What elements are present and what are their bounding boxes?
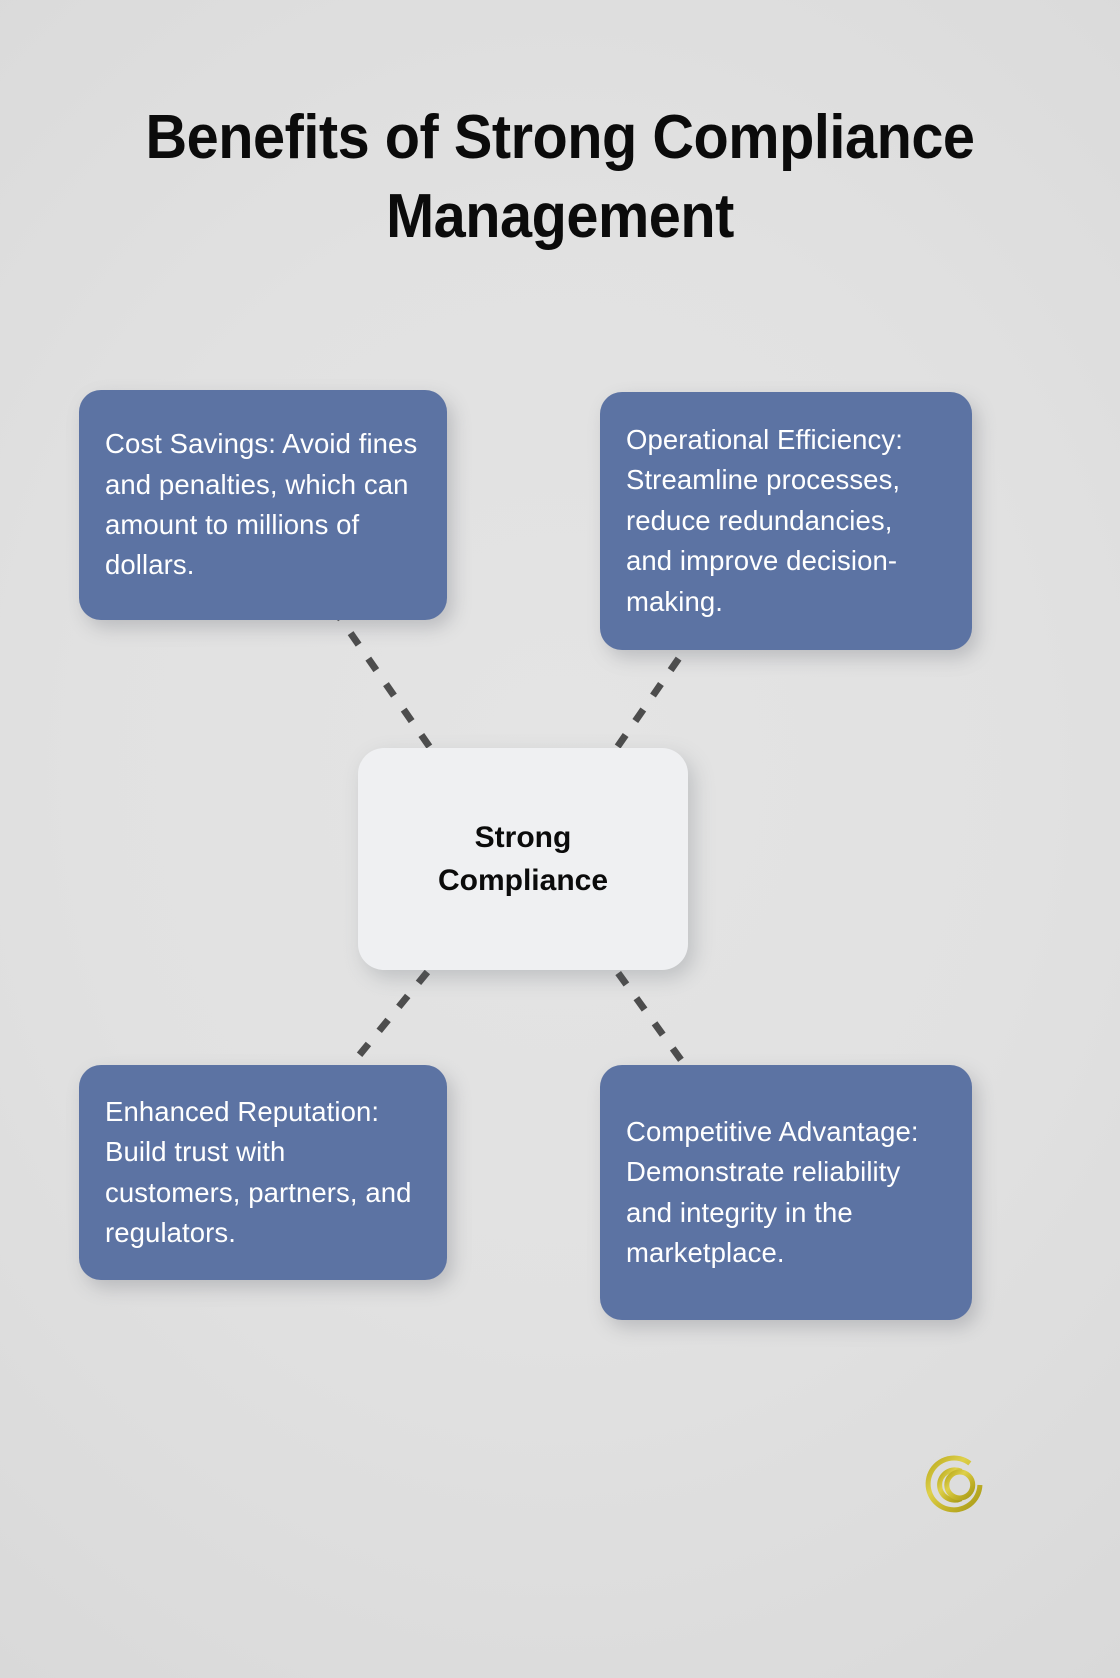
benefit-card-text: Enhanced Reputation: Build trust with cu… [105, 1095, 412, 1248]
benefit-card-operational-efficiency[interactable]: Operational Efficiency: Streamline proce… [600, 392, 972, 650]
page-title: Benefits of Strong Compliance Management [145, 103, 975, 252]
benefit-card-text: Operational Efficiency: Streamline proce… [626, 423, 903, 617]
benefit-card-enhanced-reputation[interactable]: Enhanced Reputation: Build trust with cu… [79, 1065, 447, 1280]
benefit-card-text: Cost Savings: Avoid fines and penalties,… [105, 428, 418, 581]
center-node-label: Strong Compliance [437, 820, 609, 898]
center-node-strong-compliance[interactable]: Strong Compliance [358, 748, 688, 970]
cq-monogram-logo-icon [925, 1455, 983, 1513]
benefit-card-text: Competitive Advantage: Demonstrate relia… [626, 1115, 919, 1268]
benefit-card-cost-savings[interactable]: Cost Savings: Avoid fines and penalties,… [79, 390, 447, 620]
benefit-card-competitive-advantage[interactable]: Competitive Advantage: Demonstrate relia… [600, 1065, 972, 1320]
